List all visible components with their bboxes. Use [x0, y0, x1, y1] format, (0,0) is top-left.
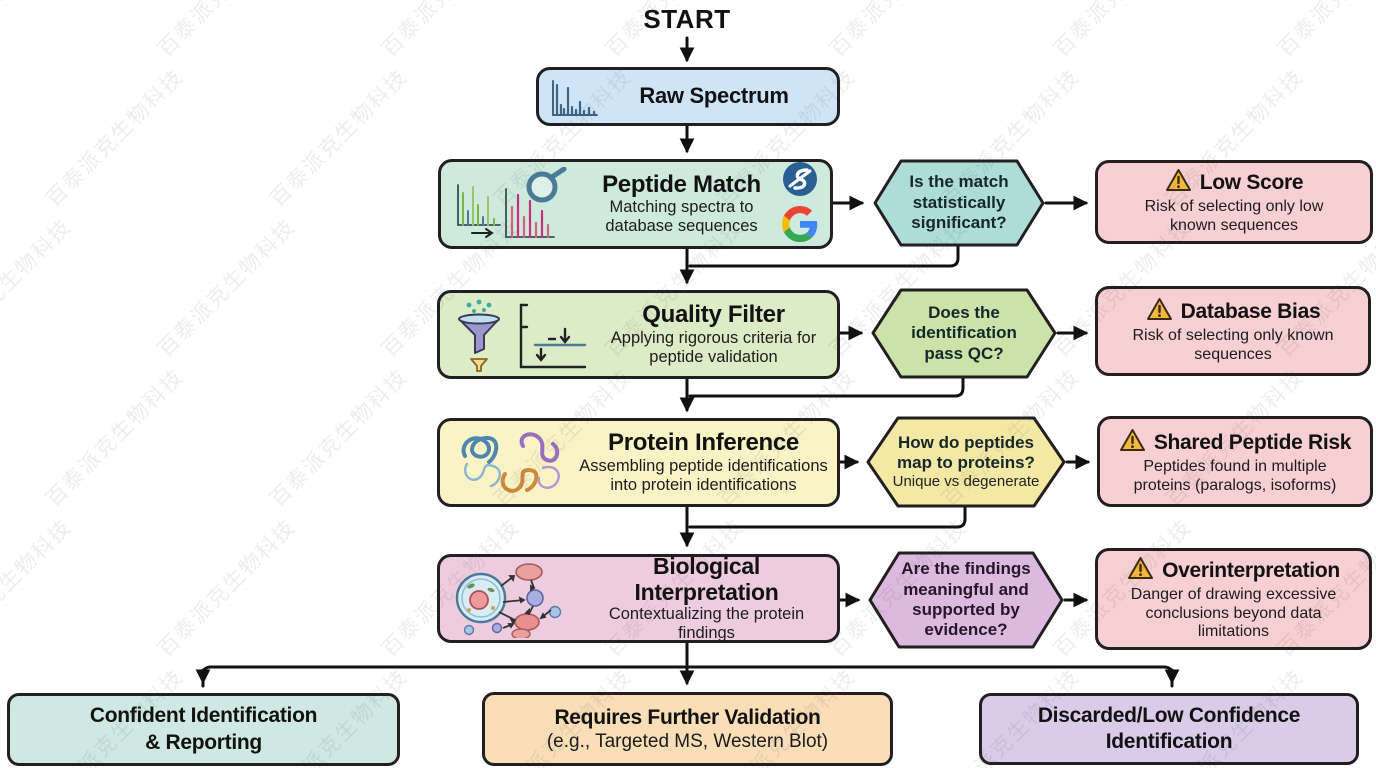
warning-triangle-icon [1165, 168, 1192, 198]
outcome-confident-identification-box: Confident Identification & Reporting [7, 693, 400, 766]
outcome-requires-validation-box: Requires Further Validation (e.g., Targe… [482, 692, 893, 766]
overinterpretation-body: Danger of drawing excessive conclusions … [1130, 585, 1337, 641]
peptide-match-text: Peptide Match Matching spectra to databa… [581, 170, 782, 237]
protein-ribbons-icon [448, 426, 578, 500]
shared-peptide-risk-title: Shared Peptide Risk [1153, 430, 1352, 454]
protein-inference-subtitle: Assembling peptide identifications into … [579, 456, 828, 494]
quality-filter-box: Quality Filter Applying rigorous criteri… [437, 290, 840, 379]
quality-filter-subtitle: Applying rigorous criteria for peptide v… [610, 328, 817, 366]
database-bias-warning-box: Database Bias Risk of selecting only kno… [1095, 286, 1371, 376]
peptide-match-box: Peptide Match Matching spectra to databa… [438, 159, 833, 249]
start-label: START [643, 4, 731, 34]
biological-interpretation-box: Biological Interpretation Contextualizin… [437, 552, 840, 643]
overinterpretation-warning-box: Overinterpretation Danger of drawing exc… [1095, 548, 1372, 650]
biological-interpretation-title: Biological Interpretation [634, 552, 779, 605]
protein-inference-text: Protein Inference Assembling peptide ide… [578, 429, 829, 495]
protein-inference-decision-subtext: Unique vs degenerate [892, 473, 1040, 491]
database-bias-title: Database Bias [1180, 300, 1321, 324]
low-score-warning-box: Low Score Risk of selecting only low kno… [1095, 160, 1373, 244]
outcome-confident-label: Confident Identification & Reporting [89, 704, 318, 754]
peptide-match-subtitle: Matching spectra to database sequences [605, 198, 758, 236]
warning-triangle-icon [1127, 556, 1154, 586]
outcome-requires-validation-label: Requires Further Validation [554, 705, 821, 729]
warning-triangle-icon [1146, 297, 1173, 327]
biological-interpretation-decision-text: Are the findings meaningful and supporte… [901, 559, 1031, 640]
raw-spectrum-box: Raw Spectrum [536, 67, 840, 126]
protein-inference-decision-question: How do peptides map to proteins? [897, 432, 1035, 472]
quality-filter-text: Quality Filter Applying rigorous criteri… [598, 301, 829, 367]
biological-interpretation-subtitle: Contextualizing the protein findings [608, 605, 805, 643]
protein-inference-title: Protein Inference [608, 429, 799, 457]
shared-peptide-risk-warning-box: Shared Peptide Risk Peptides found in mu… [1097, 416, 1373, 507]
quality-filter-title: Quality Filter [642, 301, 785, 329]
peptide-match-decision-text: Is the match statistically significant? [909, 172, 1009, 233]
protein-inference-decision-hexagon: How do peptides map to proteins? Unique … [865, 415, 1067, 509]
quality-filter-decision-text: Does the identification pass QC? [911, 302, 1017, 363]
quality-filter-decision-hexagon: Does the identification pass QC? [870, 287, 1058, 380]
mass-spectrum-icon [549, 75, 601, 119]
protein-inference-decision-text: How do peptides map to proteins? Unique … [865, 415, 1067, 509]
outcome-discarded-label: Discarded/Low Confidence Identification [1037, 703, 1301, 753]
low-score-body: Risk of selecting only low known sequenc… [1144, 198, 1324, 234]
protein-inference-box: Protein Inference Assembling peptide ide… [437, 418, 840, 507]
spectra-match-magnifier-icon [447, 167, 581, 241]
database-bias-body: Risk of selecting only known sequences [1132, 327, 1334, 363]
biological-interpretation-text: Biological Interpretation Contextualizin… [584, 552, 829, 643]
skyline-logo [782, 161, 818, 202]
outcome-discarded-box: Discarded/Low Confidence Identification [979, 693, 1359, 765]
funnel-and-threshold-chart-icon [448, 297, 598, 373]
overinterpretation-title: Overinterpretation [1162, 558, 1340, 582]
shared-peptide-risk-body: Peptides found in multiple proteins (par… [1133, 457, 1337, 494]
biological-interpretation-decision-hexagon: Are the findings meaningful and supporte… [867, 550, 1065, 650]
peptide-match-decision-hexagon: Is the match statistically significant? [872, 158, 1046, 248]
outcome-requires-validation-sublabel: (e.g., Targeted MS, Western Blot) [546, 731, 829, 753]
low-score-title: Low Score [1199, 171, 1304, 195]
cell-network-icon [448, 560, 584, 638]
peptide-match-title: Peptide Match [602, 170, 761, 198]
warning-triangle-icon [1119, 428, 1146, 458]
raw-spectrum-title: Raw Spectrum [639, 83, 789, 109]
google-logo [782, 206, 818, 247]
